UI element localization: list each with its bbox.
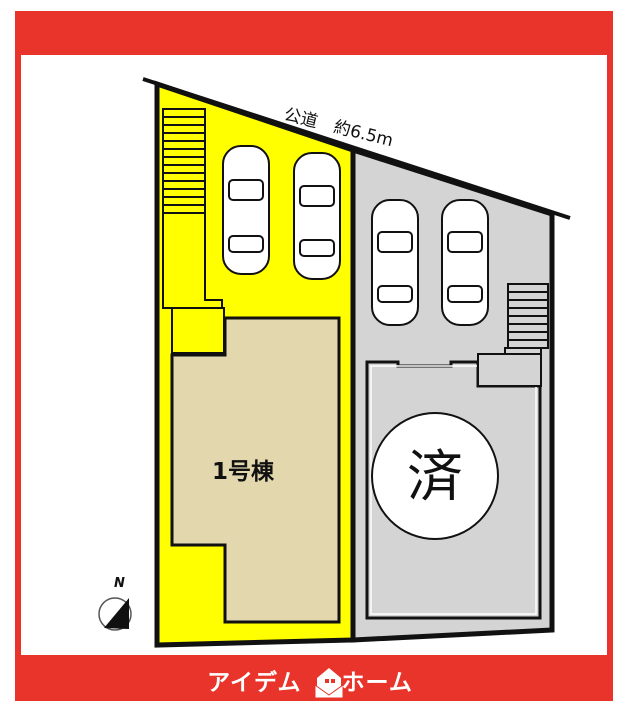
brand-name-left: アイデム [207, 670, 302, 696]
top-banner [15, 11, 613, 55]
road-boundary [142, 77, 571, 220]
building-1[interactable] [170, 316, 341, 624]
brand-name-right: ホーム [341, 670, 413, 696]
sold-badge-label: 済 [407, 444, 463, 510]
house-logo-icon [314, 668, 344, 699]
bottom-banner [15, 655, 613, 701]
compass-label: N [114, 576, 125, 591]
frame-left [15, 11, 21, 661]
car-icon [371, 199, 419, 326]
stairs-lot-2 [477, 283, 549, 387]
brand-logo: アイデム ホーム [0, 660, 620, 700]
stairs-lot-1 [162, 108, 225, 354]
car-icon [222, 145, 270, 275]
frame-right [607, 11, 613, 661]
compass-icon [98, 597, 132, 631]
building-1-label: 1号棟 [212, 459, 275, 485]
sold-badge-circle [371, 412, 499, 540]
car-icon [293, 152, 341, 280]
car-icon [441, 199, 489, 326]
